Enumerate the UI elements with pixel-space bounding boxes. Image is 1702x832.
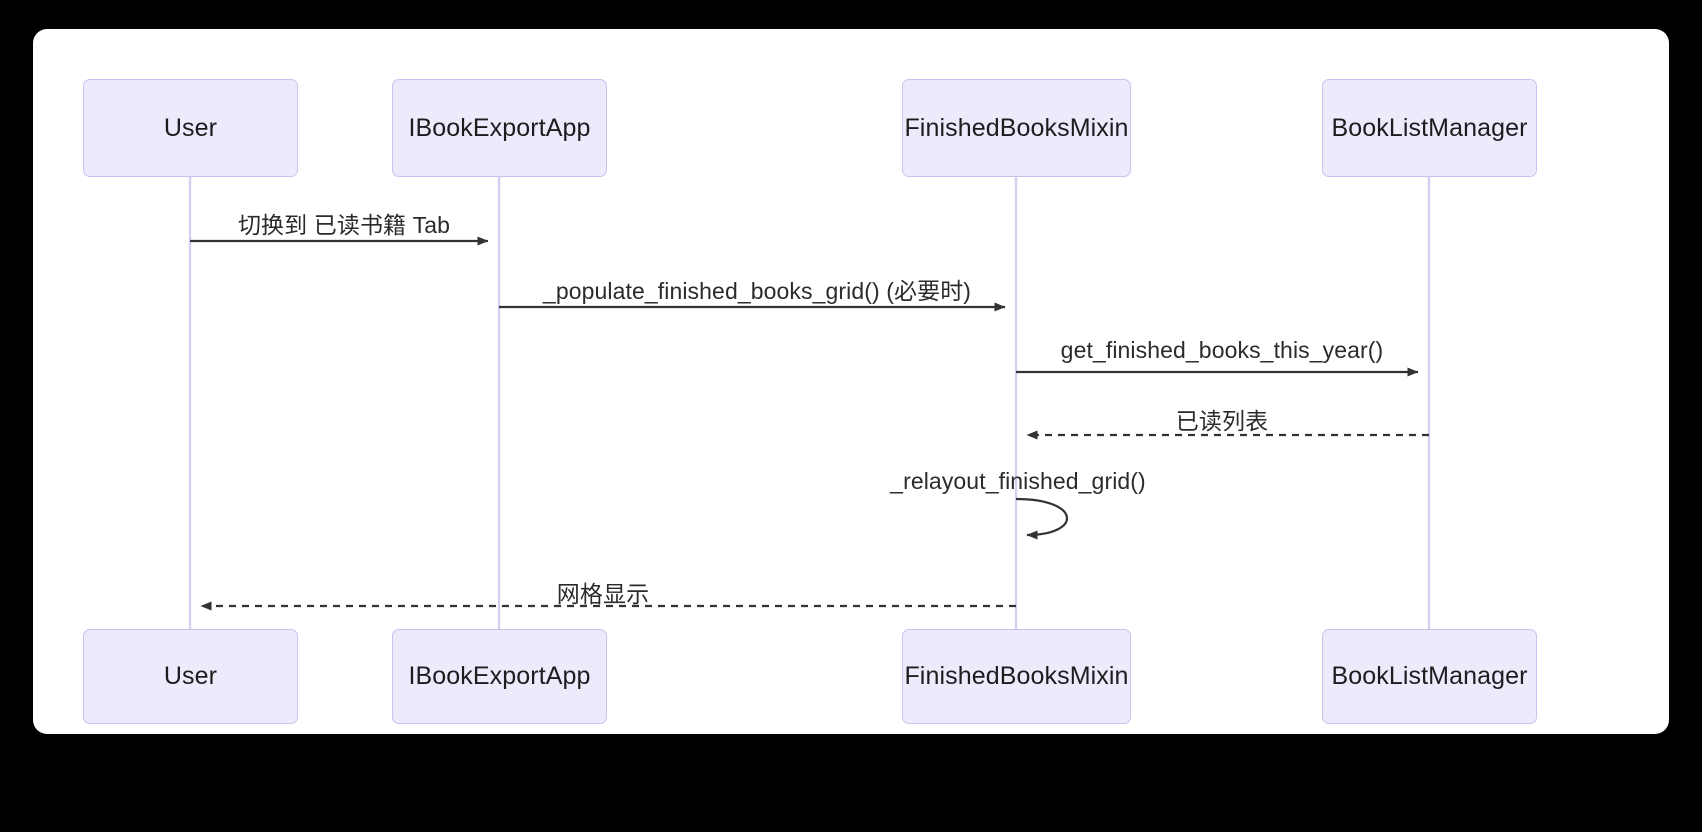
participant-label-booklistmanager: BookListManager xyxy=(1331,113,1528,142)
message-label-6: 网格显示 xyxy=(556,581,650,607)
participant-box-user-bottom[interactable]: User xyxy=(83,629,298,724)
messages-group xyxy=(190,236,1429,611)
participant-box-user-top[interactable]: User xyxy=(83,79,298,177)
participant-box-finishedbooksmixin-bottom[interactable]: FinishedBooksMixin xyxy=(902,629,1131,724)
participant-label-ibookexportapp: IBookExportApp xyxy=(408,113,591,142)
lifelines-group xyxy=(188,177,1431,629)
message-label-5: _relayout_finished_grid() xyxy=(890,468,1146,494)
participant-label-booklistmanager: BookListManager xyxy=(1331,662,1528,690)
diagram-svg-layer xyxy=(188,177,1431,629)
participant-label-user: User xyxy=(163,662,218,690)
message-arrow-self-5 xyxy=(1015,497,1069,540)
participant-box-booklistmanager-bottom[interactable]: BookListManager xyxy=(1322,629,1537,724)
participant-box-finishedbooksmixin-top[interactable]: FinishedBooksMixin xyxy=(902,79,1131,177)
participant-box-ibookexportapp-bottom[interactable]: IBookExportApp xyxy=(392,629,607,724)
participant-box-ibookexportapp-top[interactable]: IBookExportApp xyxy=(392,79,607,177)
participant-label-user: User xyxy=(163,113,218,142)
participant-box-booklistmanager-top[interactable]: BookListManager xyxy=(1322,79,1537,177)
message-label-2: _populate_finished_books_grid() (必要时) xyxy=(542,278,972,304)
message-label-1: 切换到 已读书籍 Tab xyxy=(237,212,451,238)
participant-label-finishedbooksmixin: FinishedBooksMixin xyxy=(904,662,1129,690)
message-label-3: get_finished_books_this_year() xyxy=(1060,337,1384,363)
participant-label-ibookexportapp: IBookExportApp xyxy=(408,662,591,690)
participant-label-finishedbooksmixin: FinishedBooksMixin xyxy=(904,113,1129,142)
message-label-4: 已读列表 xyxy=(1175,408,1269,434)
